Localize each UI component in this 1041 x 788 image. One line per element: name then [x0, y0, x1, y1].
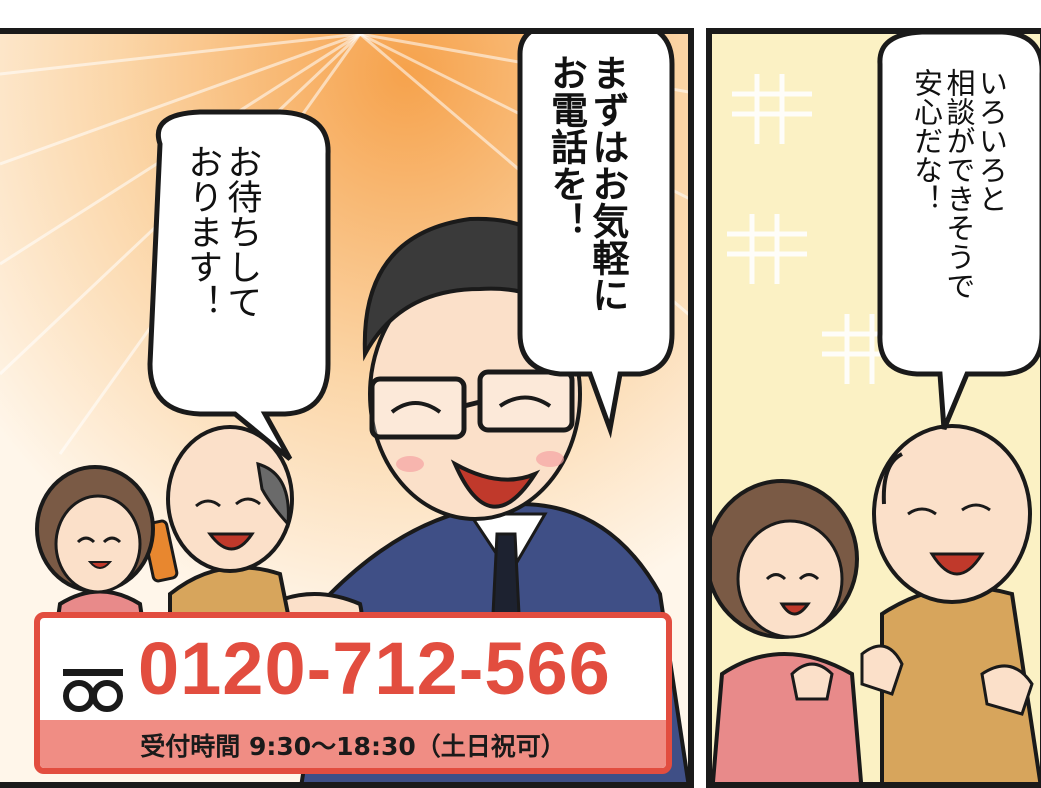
couple-speech-line1: いろいろと: [974, 68, 1009, 213]
greeting-speech-line1: お待ちして: [221, 144, 262, 319]
phone-contact-box[interactable]: 0120-712-566 受付時間 9:30〜18:30（土日祝可）: [34, 612, 672, 774]
advisor-bubble: [517, 34, 675, 439]
grandmother-right-figure: [712, 479, 864, 782]
couple-bubble: [877, 34, 1040, 430]
greeting-speech-line2: おります！: [182, 144, 223, 319]
couple-speech-line3: 安心だな！: [909, 68, 944, 213]
advisor-speech-line1: まずはお気軽に: [585, 54, 629, 313]
grandfather-right-figure: [860, 424, 1040, 782]
advisor-speech-line2: お電話を！: [544, 54, 588, 239]
advisor-speech: まずはお気軽に お電話を！: [544, 54, 629, 384]
business-hours-band: 受付時間 9:30〜18:30（土日祝可）: [40, 720, 666, 768]
right-comic-panel: いろいろと 相談ができそうで 安心だな！: [706, 28, 1041, 788]
phone-number[interactable]: 0120-712-566: [138, 627, 611, 710]
couple-speech: いろいろと 相談ができそうで 安心だな！: [909, 68, 1009, 368]
freedial-icon: [63, 669, 123, 712]
greeting-bubble: [147, 109, 331, 461]
right-panel-art: [712, 34, 1040, 782]
greeting-speech: お待ちして おります！: [182, 144, 262, 404]
business-hours: 受付時間 9:30〜18:30（土日祝可）: [140, 732, 566, 761]
couple-speech-line2: 相談ができそうで: [941, 68, 976, 300]
